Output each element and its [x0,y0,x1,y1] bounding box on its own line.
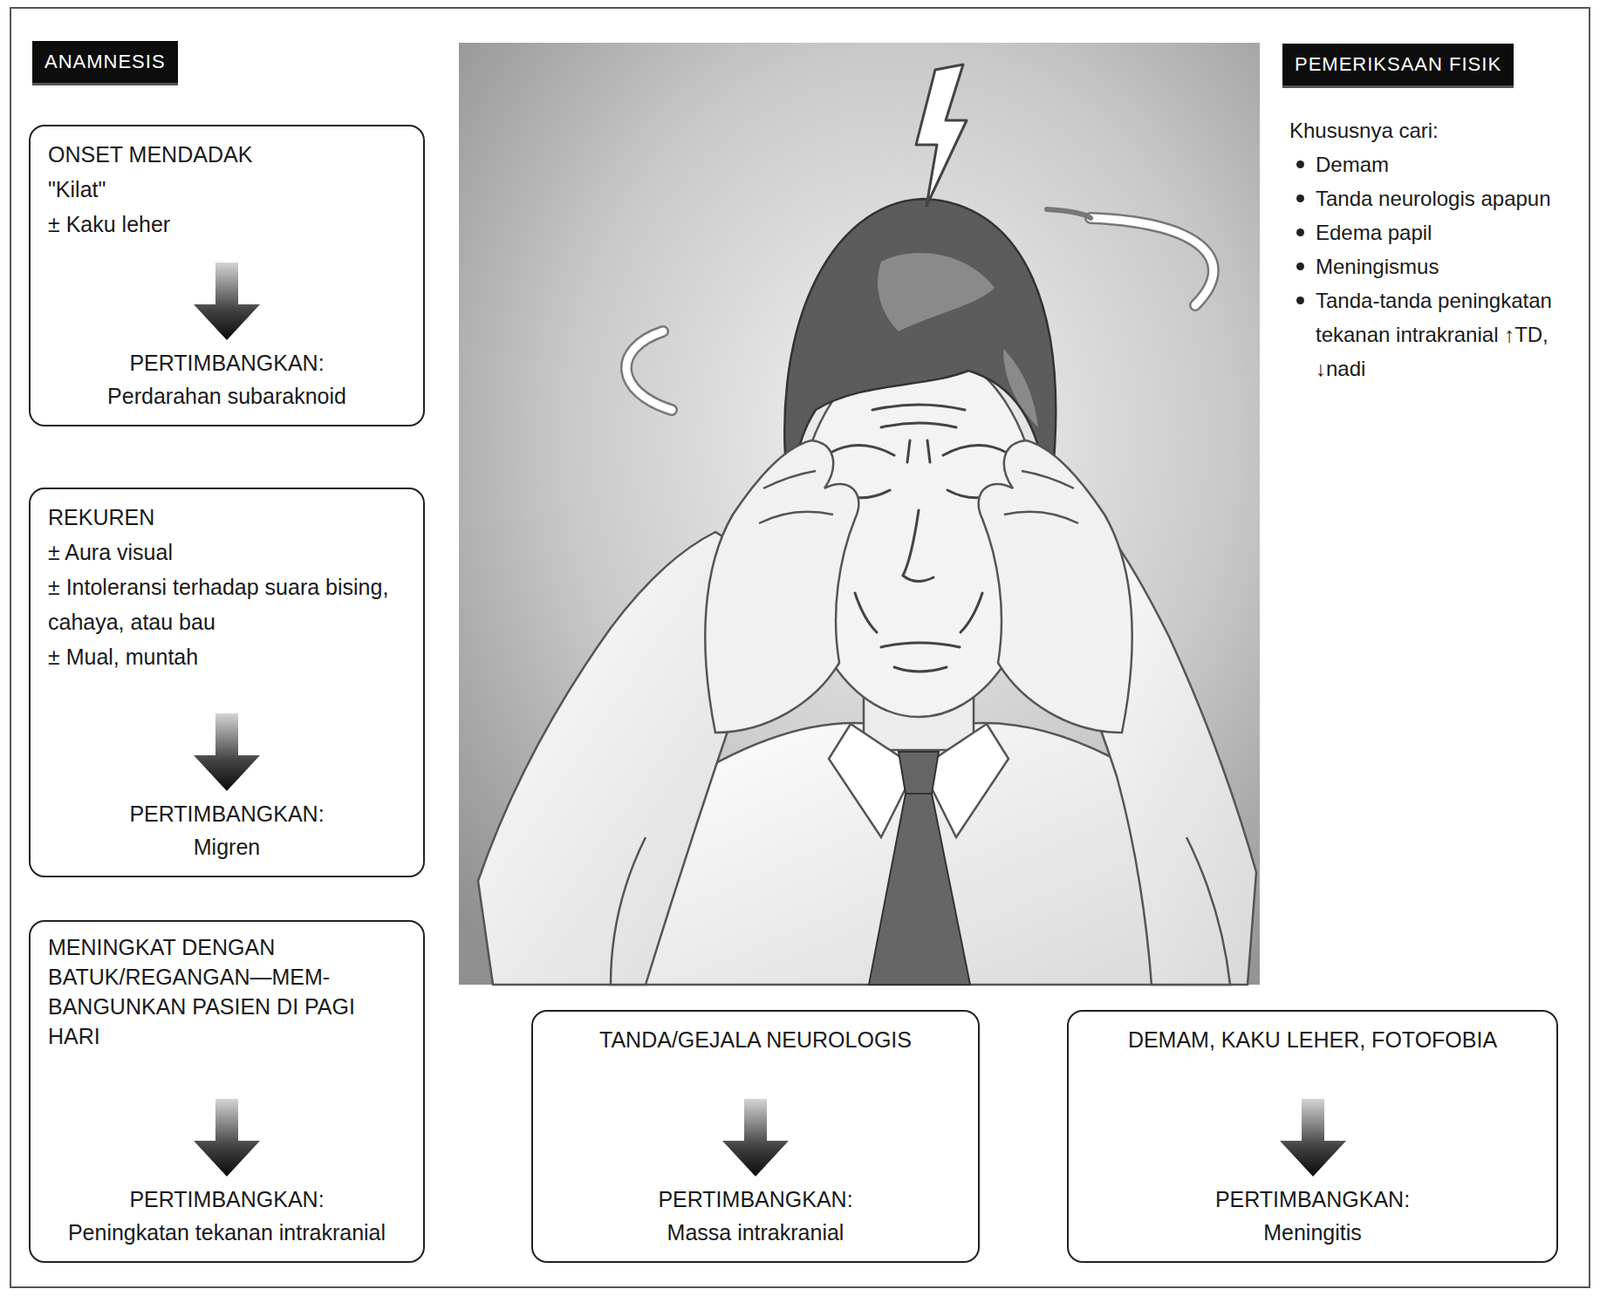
consider-label: PERTIMBANGKAN: [129,797,324,831]
consider-label: PERTIMBANGKAN: [1215,1182,1410,1217]
conclusion-group: PERTIMBANGKAN:Meningitis [1086,1095,1539,1250]
diagnosis: Massa intrakranial [667,1216,845,1250]
bullet-dot [1296,160,1305,169]
facial-features [854,593,877,633]
hands [704,440,1132,733]
finding-group: TANDA/GEJALA NEUROLOGIS [550,1022,961,1058]
finding-box: REKUREN± Aura visual± Intoleransi terhad… [28,487,425,878]
finding-heading: ONSET MENDADAK [47,136,406,172]
facial-features [881,642,960,648]
conclusion-group: PERTIMBANGKAN:Migren [47,710,406,864]
finding-item: ± Aura visual [47,534,406,570]
tie [868,793,971,985]
hands [1021,471,1074,489]
shirt [1186,837,1231,985]
facial-features [872,404,965,411]
exam-item: Tanda-tanda peningkatan tekanan intrakra… [1289,283,1582,386]
bullet-dot [1296,296,1305,305]
background-panel [458,42,1260,985]
shirt [610,837,646,985]
bullet-dot [1296,262,1305,271]
finding-group: MENINGKAT DENGAN BATUK/REGANGAN—MEM- BAN… [47,932,406,1052]
down-arrow [191,1099,262,1178]
conclusion-group: PERTIMBANGKAN:Peningkatan tekanan intrak… [47,1095,406,1250]
down-arrow [1278,1099,1348,1178]
hands [763,471,816,489]
bullet-dot [1296,194,1305,203]
finding-heading: MENINGKAT DENGAN BATUK/REGANGAN—MEM- BAN… [47,932,406,1052]
finding-item: ± Kaku leher [47,206,406,242]
exam-item: Tanda neurologis apapun [1289,181,1582,216]
facial-features [828,404,1009,672]
down-arrow [193,262,260,341]
finding-heading: DEMAM, KAKU LEHER, FOTOFOBIA [1086,1022,1539,1058]
conclusion-group: PERTIMBANGKAN:Massa intrakranial [550,1095,961,1250]
finding-item: ± Mual, muntah [47,639,406,675]
down-arrow [191,262,262,342]
tie [868,752,971,985]
consider-label: PERTIMBANGKAN: [129,346,324,380]
finding-group: REKUREN± Aura visual± Intoleransi terhad… [47,499,406,675]
diagnosis: Perdarahan subaraknoid [107,379,347,413]
finding-item: "Kilat" [47,171,406,207]
diagnosis: Meningitis [1263,1216,1362,1250]
exam-intro: Khususnya cari: [1289,113,1582,148]
facial-features [907,440,910,463]
finding-group: DEMAM, KAKU LEHER, FOTOFOBIA [1086,1022,1539,1058]
down-arrow [193,713,260,792]
finding-group: ONSET MENDADAK"Kilat"± Kaku leher [47,136,406,242]
hands [1004,512,1079,524]
section-tag: PEMERIKSAAN FISIK [1282,43,1514,89]
section-tag: ANAMNESIS [32,41,178,86]
facial-features [894,667,947,672]
down-arrow [193,1099,260,1177]
finding-item: ± Intoleransi terhadap suara bising, cah… [47,569,406,640]
finding-heading: TANDA/GEJALA NEUROLOGIS [550,1022,961,1058]
down-arrow [722,1099,789,1177]
down-arrow [191,713,262,793]
finding-box: ONSET MENDADAK"Kilat"± Kaku leherPERTIMB… [28,124,425,427]
hair [877,252,995,332]
exam-list: Khususnya cari:DemamTanda neurologis apa… [1289,113,1582,386]
exam-item: Demam [1289,147,1582,182]
facial-features [927,440,930,463]
finding-box: TANDA/GEJALA NEUROLOGIS PERTIMBANGKAN:Mas… [531,1010,980,1264]
finding-box: MENINGKAT DENGAN BATUK/REGANGAN—MEM- BAN… [28,920,425,1264]
page-frame [10,7,1590,1288]
facial-features [881,423,957,428]
pain-swirl [1090,218,1214,306]
hands [978,440,1133,733]
hair [1003,348,1039,428]
facial-features [902,510,934,582]
section-title: ANAMNESIS [44,48,166,76]
facial-features [960,593,983,633]
diagnosis: Peningkatan tekanan intrakranial [68,1216,386,1250]
conclusion-group: PERTIMBANGKAN:Perdarahan subaraknoid [47,259,406,413]
exam-item: Edema papil [1289,215,1582,250]
background-panel [458,42,1260,985]
section-title: PEMERIKSAAN FISIK [1294,51,1502,78]
consider-label: PERTIMBANGKAN: [657,1182,853,1217]
pain-swirl [626,331,672,411]
consider-label: PERTIMBANGKAN: [129,1182,324,1217]
pain-swirl [626,331,672,411]
hands [704,440,859,733]
down-arrow [1279,1099,1347,1177]
lightning-bolt [916,64,967,206]
bullet-dot [1296,228,1305,237]
down-arrow [720,1099,791,1178]
lightning-bolt [916,64,967,206]
diagnosis: Migren [193,830,260,864]
hands [758,512,834,524]
finding-box: DEMAM, KAKU LEHER, FOTOFOBIA PERTIMBANGKA… [1066,1010,1559,1264]
tie [898,752,939,794]
finding-heading: REKUREN [47,499,406,535]
pain-swirl [1090,218,1214,306]
pain-swirl [1046,209,1091,219]
exam-item: Meningismus [1289,249,1582,284]
facial-features [828,444,895,456]
facial-features [943,444,1009,456]
